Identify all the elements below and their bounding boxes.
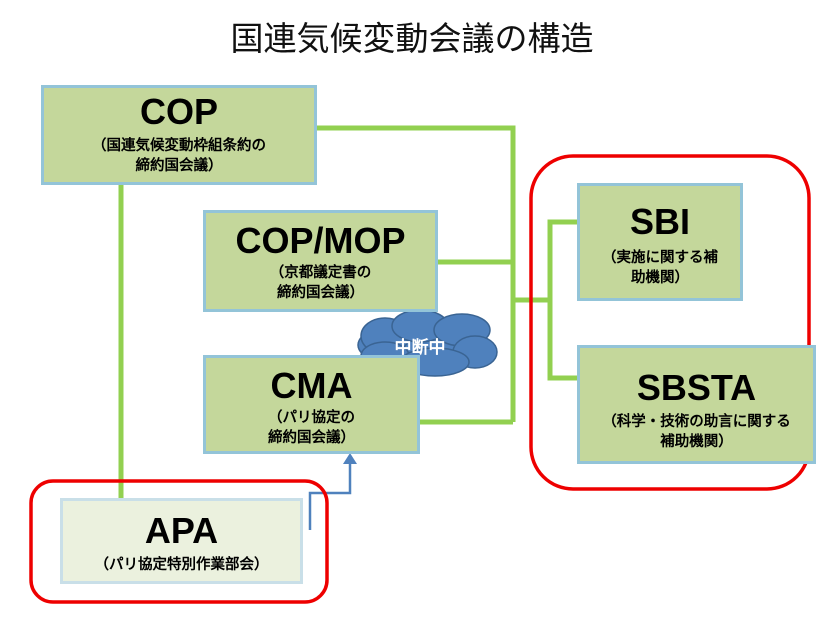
cop-connector — [316, 125, 516, 422]
cop-box: COP （国連気候変動枠組条約の 締約国会議） — [41, 85, 317, 185]
sbi-desc-line2: 助機関） — [631, 270, 689, 286]
cop-mop-box: COP/MOP （京都議定書の 締約国会議） — [203, 210, 438, 312]
cop-desc-line1: （国連気候変動枠組条約の — [92, 138, 266, 154]
cma-desc-line2: 締約国会議） — [268, 430, 355, 446]
cma-desc-line1: （パリ協定の — [268, 410, 355, 426]
sbi-box: SBI （実施に関する補 助機関） — [577, 183, 743, 301]
apa-highlight-frame — [29, 479, 329, 604]
green-connectors — [118, 125, 577, 500]
cma-box: CMA （パリ協定の 締約国会議） — [203, 355, 420, 454]
arrow-head — [343, 453, 357, 464]
apa-box: APA （パリ協定特別作業部会） — [60, 498, 303, 584]
sbsta-title: SBSTA — [636, 367, 757, 408]
cop-mop-title: COP/MOP — [235, 220, 406, 261]
cop-desc-line2: 締約国会議） — [135, 158, 223, 174]
sbi-title: SBI — [629, 201, 690, 242]
apa-to-cma-arrow — [308, 462, 352, 530]
sbsta-desc-line2: 補助機関） — [660, 434, 733, 450]
sb-branch — [547, 219, 577, 381]
apa-desc: （パリ協定特別作業部会） — [94, 557, 269, 573]
apa-title: APA — [144, 510, 219, 551]
cop-mop-desc-line2: 締約国会議） — [277, 285, 364, 301]
page-title: 国連気候変動会議の構造 — [230, 19, 594, 58]
sb-highlight-frame — [529, 154, 811, 491]
sbsta-desc-line1: （科学・技術の助言に関する — [602, 414, 791, 430]
suspended-label: 中断中 — [394, 338, 446, 358]
sbi-desc-line1: （実施に関する補 — [602, 250, 718, 266]
cop-title: COP — [139, 91, 218, 132]
cma-title: CMA — [270, 365, 353, 406]
sbsta-box: SBSTA （科学・技術の助言に関する 補助機関） — [577, 345, 816, 464]
cop-mop-desc-line1: （京都議定書の — [269, 265, 372, 281]
